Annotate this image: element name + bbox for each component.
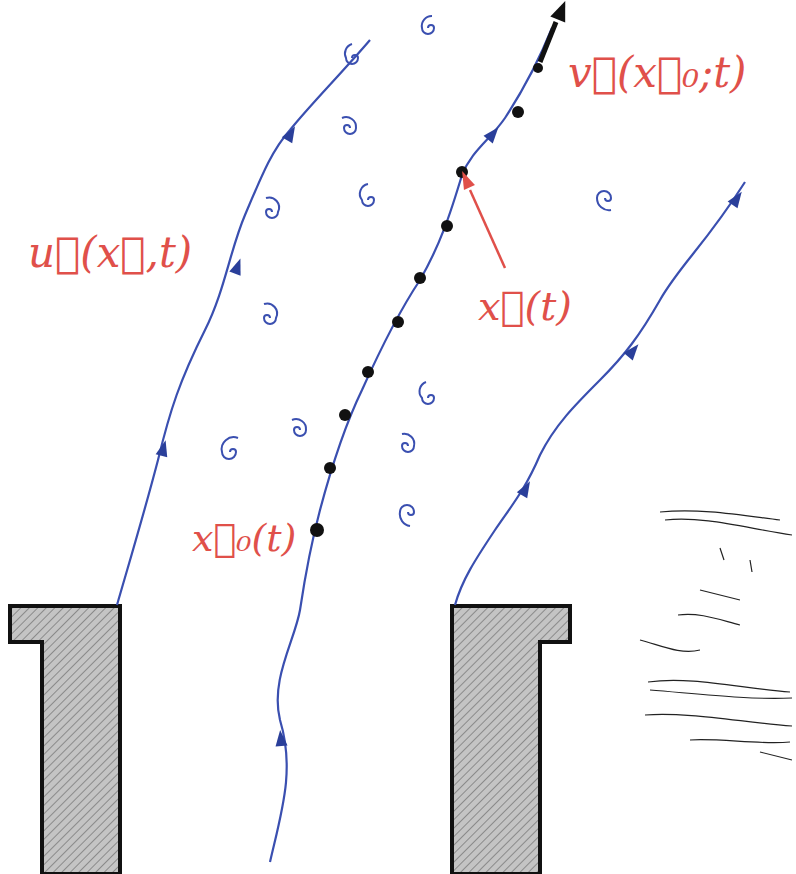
particle-dot	[414, 272, 426, 284]
eddy	[264, 304, 277, 324]
eddy	[266, 198, 279, 218]
scribble	[678, 548, 752, 625]
eddy	[360, 184, 374, 206]
nozzle-wall	[452, 606, 570, 874]
eddy	[422, 16, 434, 34]
trajectory-arrow	[540, 22, 556, 62]
flow-arrowhead	[274, 730, 287, 747]
eddy	[597, 191, 611, 210]
particle-dot	[392, 316, 404, 328]
scribble	[645, 714, 792, 760]
math-label: v⃗(x⃗₀;t)	[568, 48, 746, 98]
particle-dot	[339, 409, 351, 421]
streamline	[270, 28, 552, 862]
flow-arrowhead	[484, 123, 503, 143]
eddy	[402, 434, 414, 452]
flow-arrowhead	[229, 257, 246, 276]
math-label: x⃗₀(t)	[192, 516, 296, 562]
particle-dot	[324, 462, 336, 474]
streamline	[455, 182, 745, 605]
math-label-text: v⃗(x⃗₀;t)	[568, 48, 746, 97]
math-label-text: u⃗(x⃗,t)	[28, 228, 192, 277]
eddy	[400, 505, 414, 526]
eddy	[342, 117, 356, 134]
math-label: x⃗(t)	[478, 282, 572, 330]
particle-dot	[362, 366, 374, 378]
trajectory-arrowhead	[550, 0, 572, 23]
particle-dot	[512, 106, 524, 118]
math-label: u⃗(x⃗,t)	[28, 228, 192, 278]
flow-arrowhead	[728, 188, 747, 208]
eddy	[345, 44, 358, 64]
eddy	[292, 419, 306, 436]
flow-arrowhead	[156, 439, 172, 458]
flow-arrowhead	[517, 478, 535, 498]
eddy	[419, 382, 434, 404]
math-label-text: x⃗₀(t)	[192, 516, 296, 560]
particle-dot	[533, 63, 543, 73]
leader-arrowhead	[457, 169, 475, 190]
math-label-text: x⃗(t)	[478, 283, 572, 329]
flow-arrowhead	[282, 123, 300, 143]
streamline	[117, 40, 370, 605]
nozzle-wall	[10, 606, 120, 874]
flow-arrowhead	[624, 340, 643, 360]
particle-dot	[310, 523, 324, 537]
particle-dot	[441, 220, 453, 232]
leader-line	[470, 190, 505, 268]
scribble	[660, 511, 792, 535]
scribble	[640, 640, 792, 698]
eddy	[222, 437, 238, 459]
